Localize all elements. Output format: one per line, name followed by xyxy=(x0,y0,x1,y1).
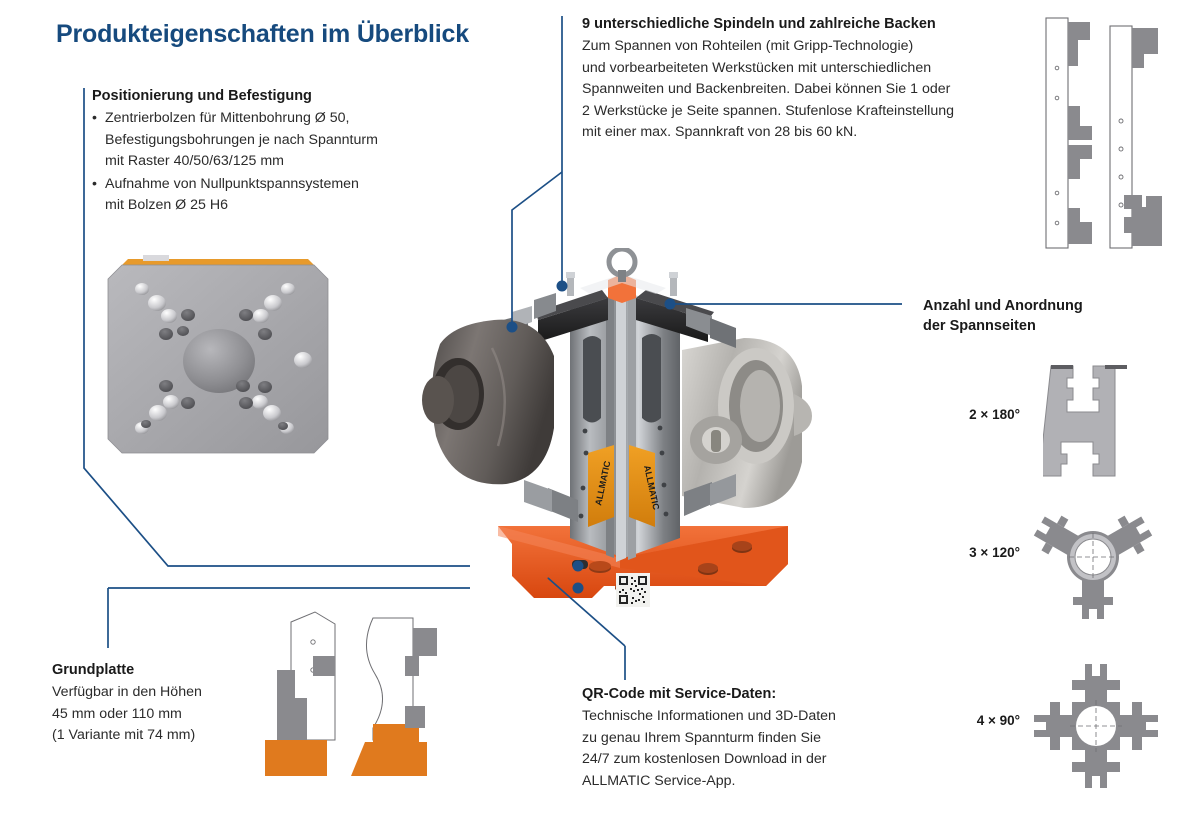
variant-label-4x90: 4 × 90° xyxy=(976,713,1020,728)
qrcode-heading: QR-Code mit Service-Daten: xyxy=(582,686,777,702)
clamping-tower-photo: ALLMATIC ALLMATIC xyxy=(420,246,820,613)
positioning-text-block: Positionierung und Befestigung Zentrierb… xyxy=(92,86,462,218)
base-plate-photo xyxy=(95,250,345,475)
list-item: Aufnahme von Nullpunktspannsystemen mit … xyxy=(92,174,462,217)
spindles-heading: 9 unterschiedliche Spindeln und zahlreic… xyxy=(582,16,936,32)
base-plate-height-variants-drawing xyxy=(255,610,475,785)
qr-code-sticker xyxy=(616,573,650,607)
clamping-sides-heading-line2: der Spannseiten xyxy=(923,318,1036,334)
spindles-body: Zum Spannen von Rohteilen (mit Gripp-Tec… xyxy=(582,38,954,140)
jaw-rail-right xyxy=(1109,25,1162,249)
shape-h-profile-2x180 xyxy=(1038,362,1135,485)
shape-tri-star-3x120 xyxy=(1028,495,1158,630)
positioning-bullet-list: Zentrierbolzen für Mittenbohrung Ø 50, B… xyxy=(92,108,462,217)
jaw-rail-left xyxy=(1045,17,1092,249)
list-item: Zentrierbolzen für Mittenbohrung Ø 50, B… xyxy=(92,108,462,173)
shape-quad-cross-4x90 xyxy=(1028,658,1164,799)
page-title: Produkteigenschaften im Überblick xyxy=(56,20,469,48)
spindles-text-block: 9 unterschiedliche Spindeln und zahlreic… xyxy=(582,14,1052,144)
jaw-rail-drawings xyxy=(1040,8,1195,253)
baseplate-heading: Grundplatte xyxy=(52,662,135,678)
positioning-heading: Positionierung und Befestigung xyxy=(92,88,312,104)
baseplate-text-block: Grundplatte Verfügbar in den Höhen 45 mm… xyxy=(52,660,302,747)
workpiece-right-machined xyxy=(682,338,812,508)
variant-label-3x120: 3 × 120° xyxy=(969,545,1020,560)
clamping-sides-heading-line1: Anzahl und Anordnung xyxy=(923,298,1083,314)
tower-body: ALLMATIC ALLMATIC xyxy=(570,292,680,562)
jaws-right xyxy=(684,308,736,516)
baseplate-body: Verfügbar in den Höhen 45 mm oder 110 mm… xyxy=(52,684,202,743)
variant-drawing-left xyxy=(265,611,336,776)
clamping-sides-heading-block: Anzahl und Anordnung der Spannseiten xyxy=(923,296,1173,336)
variant-drawing-right xyxy=(351,617,437,776)
qrcode-text-block: QR-Code mit Service-Daten: Technische In… xyxy=(582,684,982,792)
variant-label-2x180: 2 × 180° xyxy=(969,407,1020,422)
workpiece-left-casting xyxy=(422,319,554,485)
qrcode-body: Technische Informationen und 3D-Daten zu… xyxy=(582,708,836,789)
